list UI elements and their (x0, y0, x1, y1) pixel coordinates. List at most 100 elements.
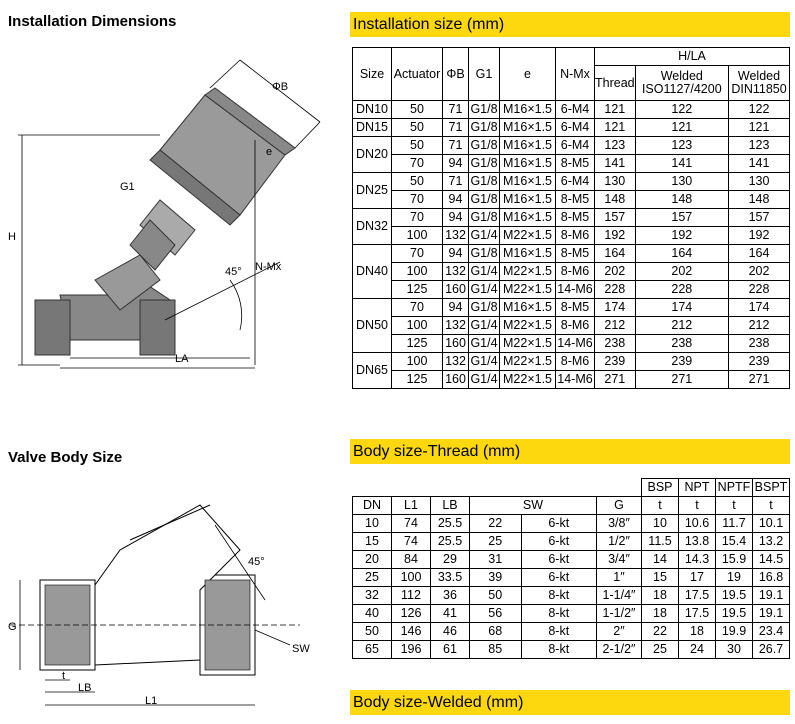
table-cell: 94 (442, 154, 469, 173)
table-cell: 3/4″ (596, 550, 642, 569)
table-cell: 122 (728, 100, 790, 119)
th-e: e (499, 47, 556, 101)
th-bsp: BSP (641, 478, 679, 497)
table-cell: 125 (391, 370, 443, 389)
table-cell: 8-M6 (555, 352, 595, 371)
table-cell: 19.1 (752, 586, 790, 605)
table-cell: 125 (391, 334, 443, 353)
table-cell: 8-kt (520, 604, 597, 623)
table-cell: 6-M4 (555, 172, 595, 191)
table-cell: 39 (469, 568, 522, 587)
dim-h-label: H (8, 231, 16, 243)
table-cell: M16×1.5 (499, 190, 556, 209)
table-cell: M22×1.5 (499, 262, 556, 281)
table-cell: G1/8 (468, 154, 500, 173)
table-cell: M22×1.5 (499, 352, 556, 371)
table-cell: 132 (442, 352, 469, 371)
table-cell: 192 (728, 226, 790, 245)
table-cell: 70 (391, 154, 443, 173)
table-cell: 13.2 (752, 532, 790, 551)
table-cell: 71 (442, 172, 469, 191)
table-cell: 25.5 (430, 514, 470, 533)
size-cell: DN65 (352, 352, 392, 389)
table-cell: 84 (391, 550, 431, 569)
th-welded-iso: Welded ISO1127/4200 (634, 65, 730, 101)
table-cell: 56 (469, 604, 522, 623)
table-cell: 8-kt (520, 640, 597, 659)
table-cell: 19 (715, 568, 753, 587)
body-thread-table: BSP NPT NPTF BSPT DN L1 LB SW G t t t t … (352, 478, 790, 659)
table-cell: 202 (594, 262, 636, 281)
th-g1: G1 (468, 47, 500, 101)
table-cell: 11.5 (641, 532, 679, 551)
table-cell: 18 (678, 622, 716, 641)
table-cell: G1/8 (468, 298, 500, 317)
table-cell: 14-M6 (555, 334, 595, 353)
table-cell: 100 (391, 352, 443, 371)
table-cell: 123 (594, 136, 636, 155)
table-cell: 74 (391, 532, 431, 551)
size-cell: DN20 (352, 136, 392, 173)
size-cell: DN15 (352, 118, 392, 137)
th-bspt: BSPT (752, 478, 790, 497)
th-nptf: NPTF (715, 478, 753, 497)
table-cell: 6-kt (520, 532, 597, 551)
table-cell: 50 (391, 172, 443, 191)
table-cell: 94 (442, 298, 469, 317)
th-t-npt: t (678, 496, 716, 515)
table-cell: 8-M5 (555, 244, 595, 263)
dim-l1-label: L1 (145, 695, 157, 707)
table-cell: 1-1/2″ (596, 604, 642, 623)
installation-dimensions-title: Installation Dimensions (8, 13, 177, 30)
table-cell: 17 (678, 568, 716, 587)
table-cell: M16×1.5 (499, 208, 556, 227)
table-cell: 11.7 (715, 514, 753, 533)
table-cell: 36 (430, 586, 470, 605)
table-cell: 20 (352, 550, 392, 569)
table-cell: 13.8 (678, 532, 716, 551)
table-cell: 146 (391, 622, 431, 641)
table-cell: 70 (391, 298, 443, 317)
table-cell: G1/8 (468, 244, 500, 263)
table-cell: 32 (352, 586, 392, 605)
table-cell: 18 (641, 604, 679, 623)
table-cell: 14.5 (752, 550, 790, 569)
table-cell: 33.5 (430, 568, 470, 587)
table-cell: 112 (391, 586, 431, 605)
table-cell: 25 (641, 640, 679, 659)
table-cell: 121 (594, 100, 636, 119)
table-cell: 271 (728, 370, 790, 389)
dim-t-label: t (62, 670, 65, 682)
table-cell: 25.5 (430, 532, 470, 551)
table-cell: 164 (728, 244, 790, 263)
table-cell: 19.5 (715, 586, 753, 605)
table-cell: 6-kt (520, 550, 597, 569)
table-cell: 50 (391, 136, 443, 155)
table-cell: 19.5 (715, 604, 753, 623)
table-cell: 100 (391, 316, 443, 335)
body-size-welded-bar: Body size-Welded (mm) (350, 690, 790, 715)
table-cell: 239 (594, 352, 636, 371)
th-lb: LB (430, 496, 470, 515)
table-cell: 148 (594, 190, 636, 209)
table-cell: 10.6 (678, 514, 716, 533)
table-cell: 85 (469, 640, 522, 659)
table-cell: 18 (641, 586, 679, 605)
table-cell: 2-1/2″ (596, 640, 642, 659)
table-cell: 94 (442, 244, 469, 263)
table-cell: 6-M4 (555, 100, 595, 119)
table-cell: 212 (634, 316, 730, 335)
table-cell: 238 (728, 334, 790, 353)
table-cell: 228 (728, 280, 790, 299)
dim-g1-label: G1 (120, 181, 135, 193)
table-cell: 100 (391, 226, 443, 245)
